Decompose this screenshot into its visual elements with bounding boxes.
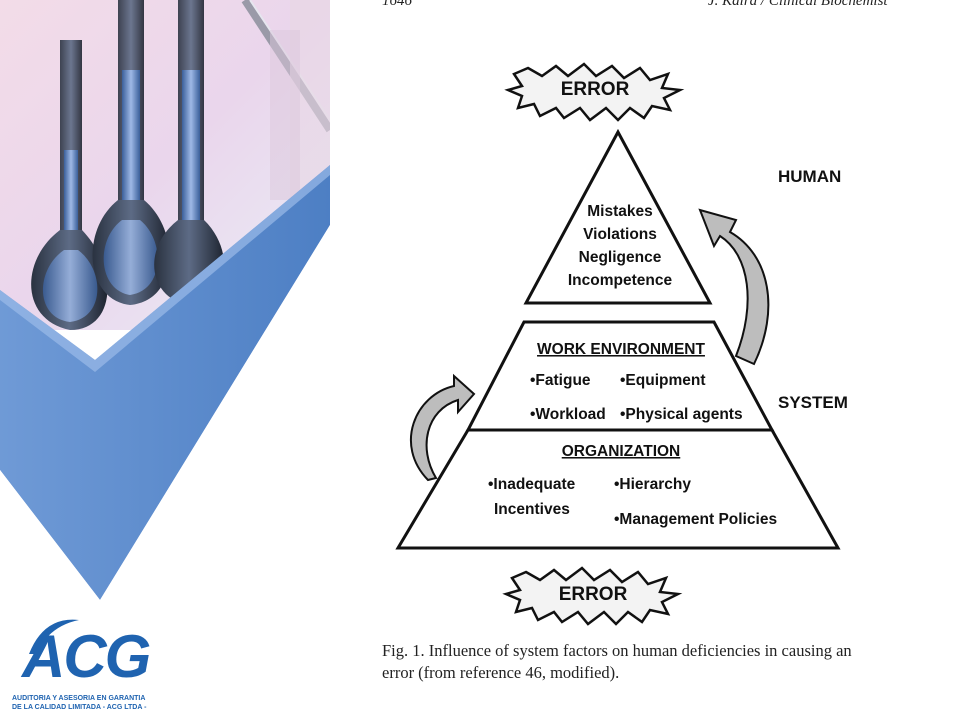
- work-env-right-1: •Equipment: [620, 372, 706, 389]
- error-pyramid-diagram: ERROR Mistakes Violations Negligence Inc…: [395, 62, 848, 626]
- organization-left-2: Incentives: [494, 501, 570, 518]
- work-env-left-1: •Fatigue: [530, 372, 591, 389]
- top-error-burst: [504, 62, 685, 122]
- human-factor-2: Violations: [583, 226, 657, 243]
- top-error-label: ERROR: [561, 79, 630, 100]
- human-factor-1: Mistakes: [587, 203, 652, 220]
- logo-tagline-2: DE LA CALIDAD LIMITADA - ACG LTDA -: [12, 704, 147, 711]
- left-curved-arrow-icon: [409, 373, 476, 482]
- caption-line-1: Fig. 1. Influence of system factors on h…: [382, 641, 852, 660]
- page-header: 1646 J. Kalra / Clinical Biochemist: [330, 0, 910, 12]
- work-env-left-2: •Workload: [530, 406, 606, 423]
- caption-line-2: error (from reference 46, modified).: [382, 663, 620, 682]
- right-curved-arrow-icon: [698, 208, 770, 366]
- system-label: SYSTEM: [778, 393, 848, 412]
- organization-right-1: •Hierarchy: [614, 476, 691, 493]
- bottom-error-burst: [502, 566, 683, 626]
- organization-title: ORGANIZATION: [562, 443, 681, 460]
- human-label: HUMAN: [778, 167, 841, 186]
- work-environment-title: WORK ENVIRONMENT: [537, 341, 705, 358]
- human-triangle: [523, 128, 713, 305]
- logo-tagline-1: AUDITORIA Y ASESORIA EN GARANTIA: [12, 695, 146, 702]
- figure-caption: Fig. 1. Influence of system factors on h…: [382, 640, 872, 684]
- organization-left-1: •Inadequate: [488, 476, 576, 493]
- page-number: 1646: [382, 0, 412, 9]
- acg-logo: ACG AUDITORIA Y ASESORIA EN GARANTIA DE …: [10, 619, 170, 717]
- organization-band: [395, 428, 841, 550]
- organization-right-2: •Management Policies: [614, 511, 777, 528]
- running-title: J. Kalra / Clinical Biochemist: [708, 0, 888, 9]
- human-factor-3: Negligence: [579, 249, 662, 266]
- human-factor-4: Incompetence: [568, 272, 673, 289]
- decorative-lab-panel: ACG AUDITORIA Y ASESORIA EN GARANTIA DE …: [0, 0, 330, 720]
- bottom-error-label: ERROR: [559, 584, 628, 605]
- logo-text: ACG: [22, 623, 151, 690]
- lab-glassware-illustration: [0, 0, 330, 720]
- work-env-right-2: •Physical agents: [620, 406, 743, 423]
- logo-swoosh-icon: [29, 619, 79, 654]
